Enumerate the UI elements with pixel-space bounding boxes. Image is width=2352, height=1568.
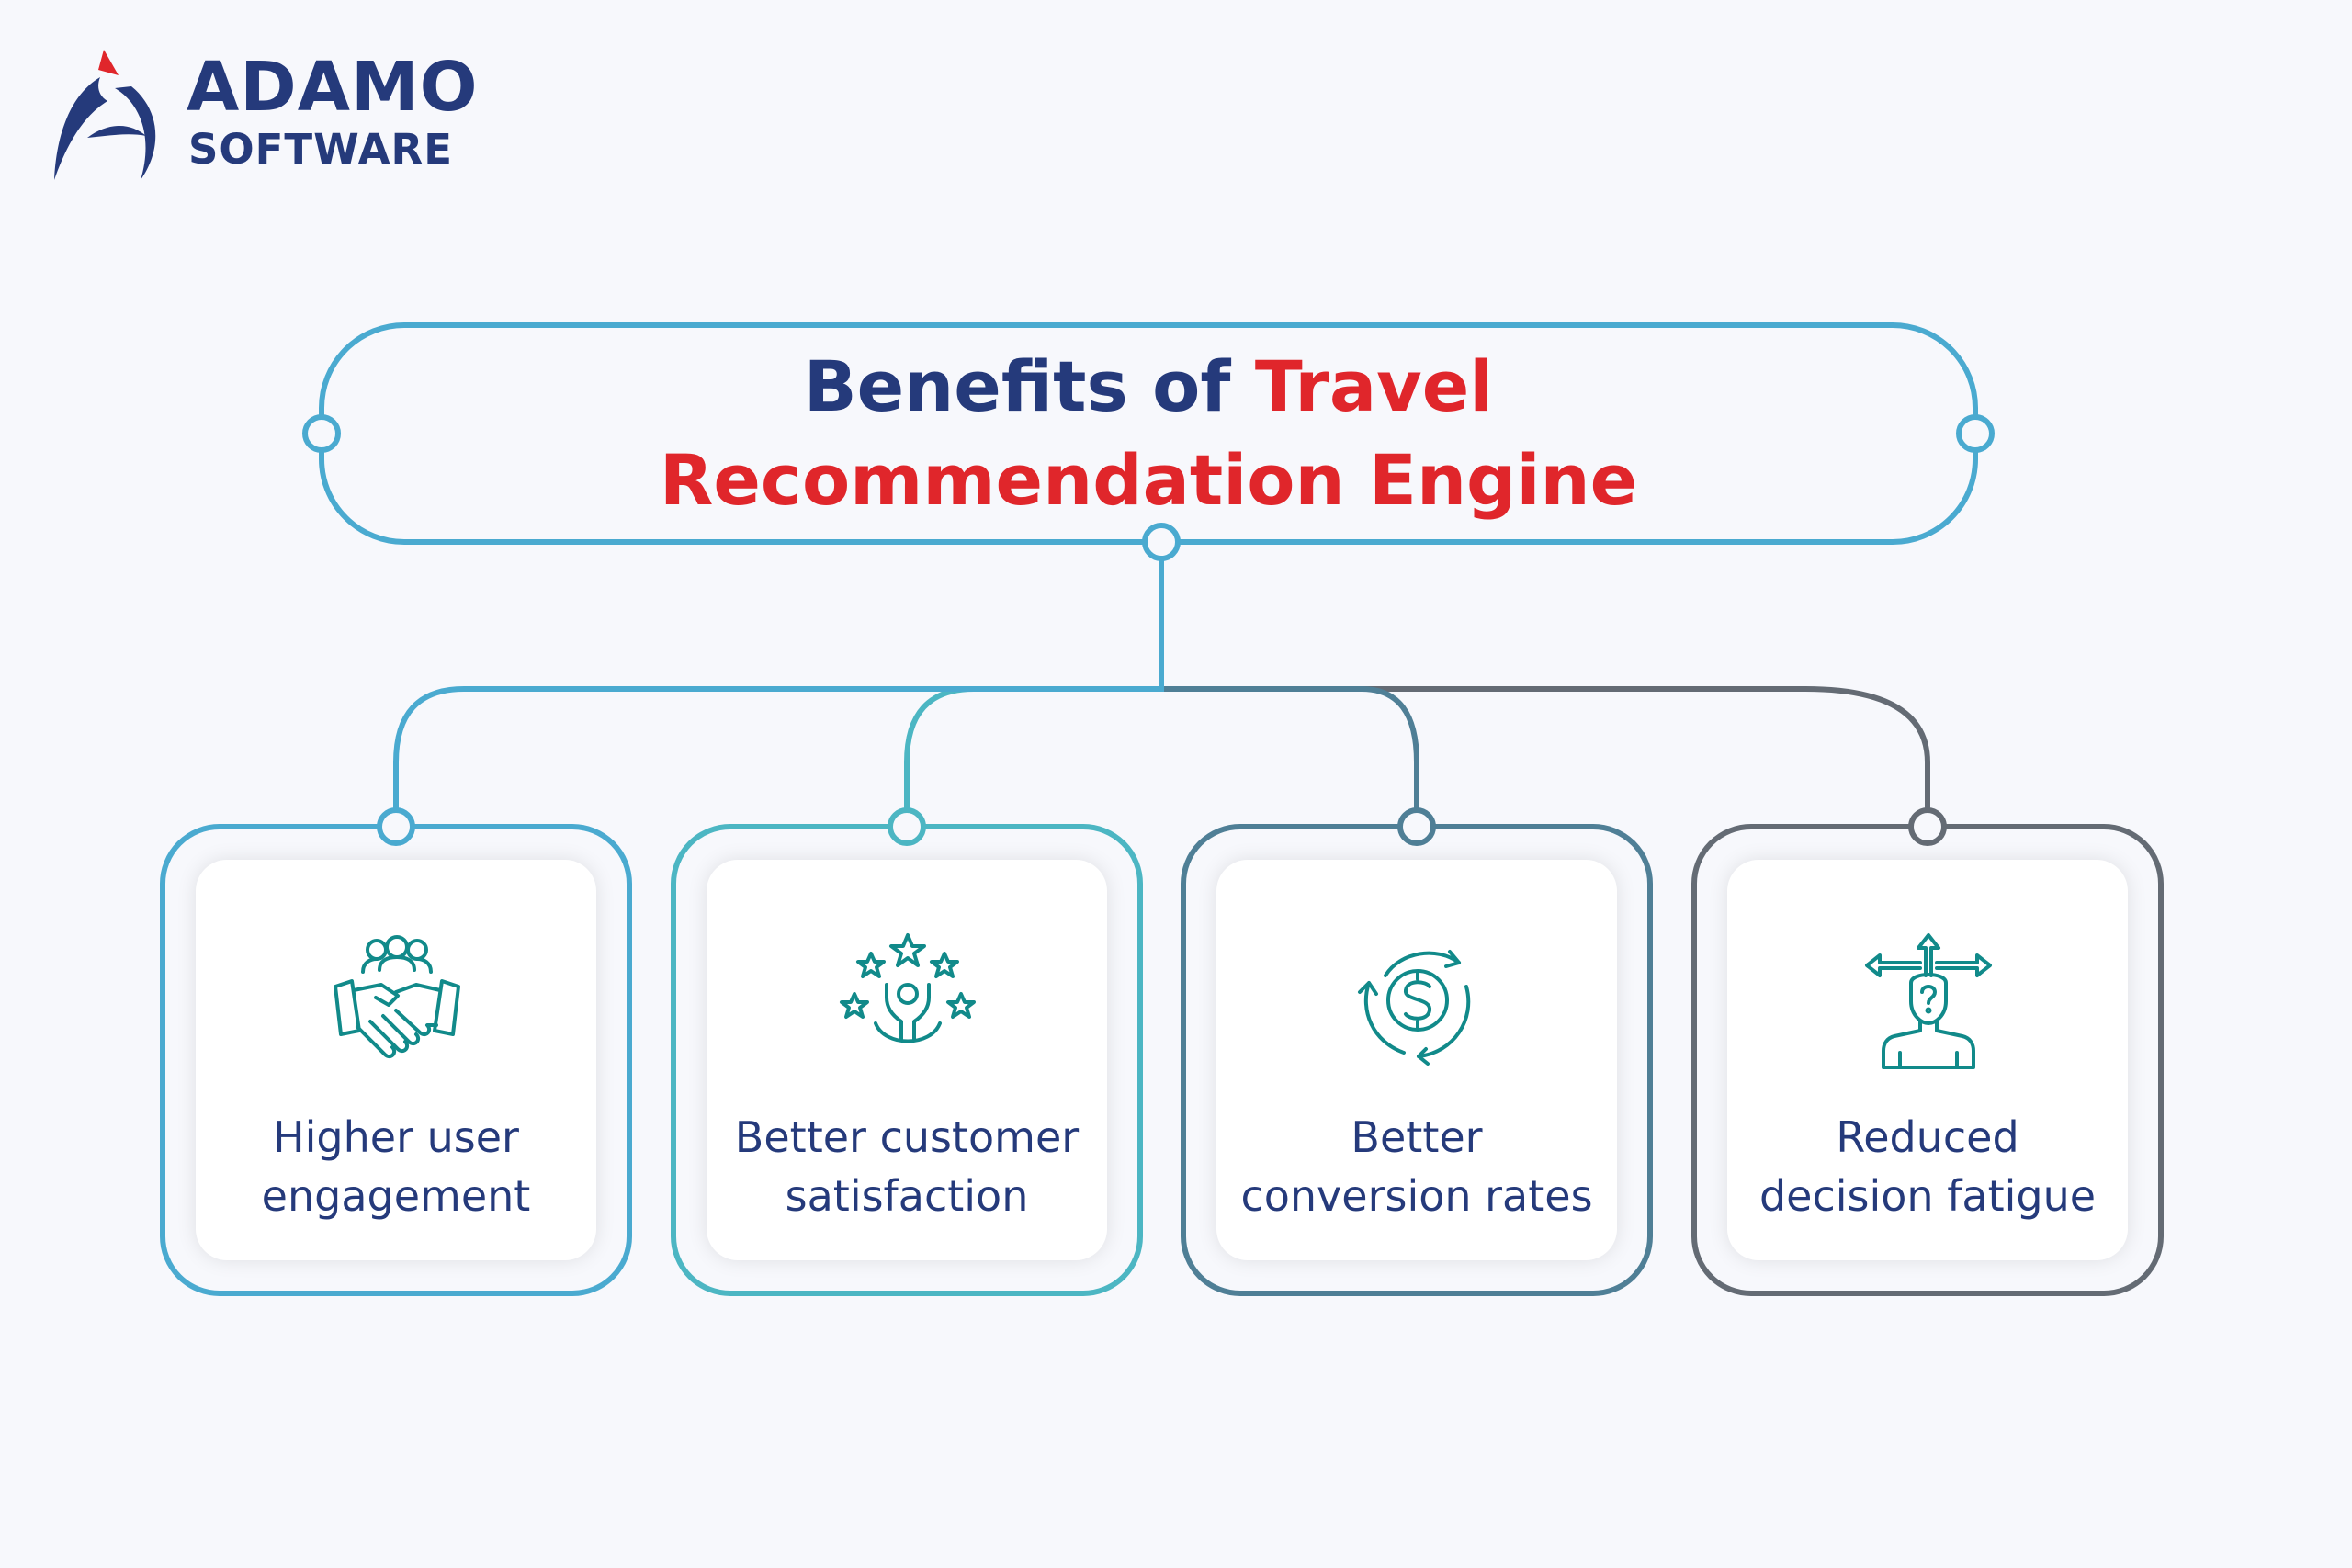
title-text-navy: Benefits of [803,345,1255,427]
card-label-line-1: Better [1351,1112,1483,1162]
card-node-1 [377,807,415,846]
card-label-line-1: Better customer [734,1112,1080,1162]
card-label-line-1: Reduced [1836,1112,2019,1162]
logo-wordmark-bottom: SOFTWARE [188,125,453,174]
card-label-line-1: Higher user [273,1112,519,1162]
logo-mark-icon [54,50,156,180]
diagram-title: Benefits of Travel Recommendation Engine [322,325,1975,542]
connector-branch-2 [904,686,1161,827]
card-node-4 [1908,807,1947,846]
card-label-line-2: decision fatigue [1758,1171,2097,1221]
title-right-node [1956,414,1995,453]
card-label: Reduced decision fatigue [1727,1108,2128,1225]
card-reduced-decision-fatigue: Reduced decision fatigue [1727,860,2128,1260]
connector-branch-3 [1161,686,1419,827]
card-label-line-2: conversion rates [1240,1171,1593,1221]
card-label: Higher user engagement [196,1108,596,1225]
card-label: Better conversion rates [1216,1108,1617,1225]
card-better-conversion-rates: Better conversion rates [1216,860,1617,1260]
connector-branch-1 [393,542,1164,827]
logo-wordmark-top: ADAMO [187,48,479,127]
card-higher-user-engagement: Higher user engagement [196,860,596,1260]
title-left-node [302,414,341,453]
title-text-red: Travel [1254,345,1494,427]
title-line-2: Recommendation Engine [659,439,1638,521]
card-label-line-2: engagement [261,1171,531,1221]
card-node-2 [888,807,926,846]
card-better-customer-satisfaction: Better customer satisfaction [707,860,1107,1260]
title-bottom-node [1142,523,1181,561]
star-celebration-icon [840,933,976,1043]
card-node-3 [1397,807,1436,846]
handshake-team-icon [334,935,460,1059]
adamo-logo: ADAMO SOFTWARE [51,46,528,193]
card-label-line-2: satisfaction [785,1171,1029,1221]
connector-branch-4 [1159,542,1930,827]
card-label: Better customer satisfaction [707,1108,1107,1225]
dollar-cycle-icon [1358,950,1471,1066]
title-line-1: Benefits of Travel [804,340,1494,434]
person-direction-choice-icon [1865,933,1992,1069]
